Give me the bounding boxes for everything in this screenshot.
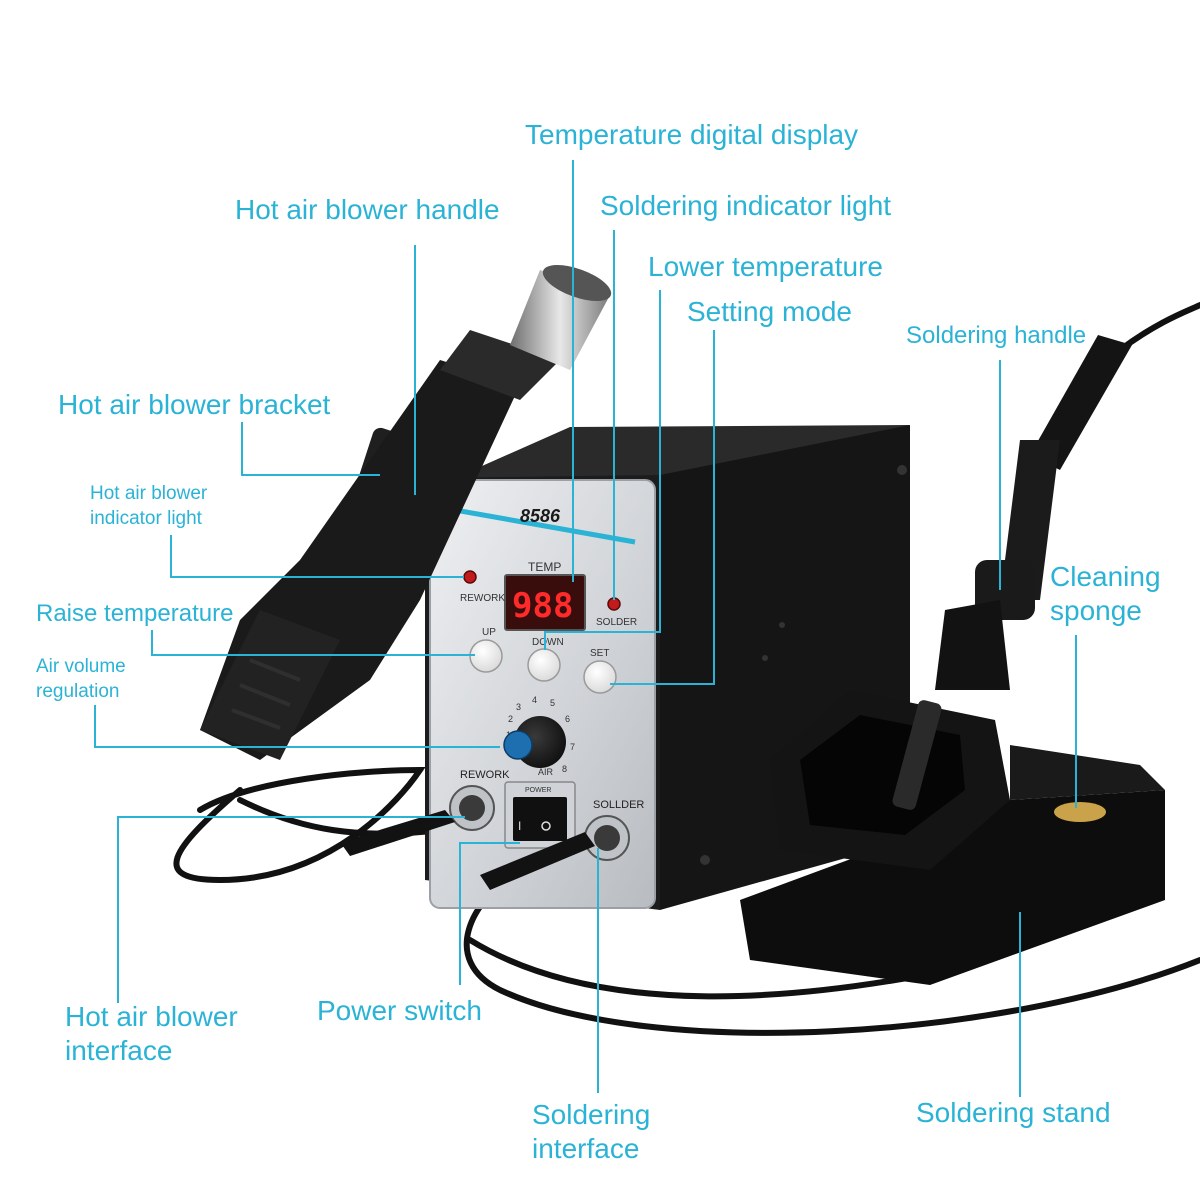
label-soldering-interface: Soldering interface: [532, 1099, 651, 1164]
label-air-volume-regulation: Air volume regulation: [36, 656, 126, 702]
label-lower-temperature: Lower temperature: [648, 251, 884, 282]
leader-power-switch: [459, 842, 520, 985]
power-switch[interactable]: [513, 797, 567, 841]
dial-mark: 5: [550, 698, 555, 708]
rework-connector: [340, 810, 455, 856]
solder-cable-loop: [467, 937, 953, 1000]
power-caption: POWER: [525, 787, 551, 794]
hot-air-gun: [200, 264, 612, 760]
up-caption: UP: [482, 627, 496, 638]
label-soldering-indicator-light: Soldering indicator light: [600, 190, 892, 221]
leader-air-volume: [94, 705, 500, 748]
stand-tray-top: [1010, 745, 1165, 800]
set-caption: SET: [590, 648, 609, 659]
leader-raise-temp: [151, 630, 475, 656]
dial-mark: 7: [570, 742, 575, 752]
label-temperature-digital-display: Temperature digital display: [525, 119, 859, 150]
hot-air-grip: [200, 610, 340, 760]
label-hot-air-blower-handle: Hot air blower handle: [235, 194, 500, 225]
label-raise-temperature: Raise temperature: [36, 600, 234, 627]
set-button[interactable]: [583, 660, 617, 694]
leader-hot-air-interface: [117, 816, 465, 1003]
temperature-display: [504, 574, 586, 631]
temp-caption: TEMP: [528, 560, 561, 574]
label-soldering-handle: Soldering handle: [906, 322, 1087, 349]
power-switch-off-mark: [541, 821, 551, 831]
model-number: 8586: [520, 506, 561, 526]
rework-port[interactable]: [449, 785, 495, 831]
rework-light-caption: REWORK: [460, 593, 505, 604]
label-power-switch: Power switch: [317, 995, 482, 1026]
solder-handle-cable: [1117, 302, 1200, 353]
soldering-stand: [740, 690, 1165, 985]
down-caption: DOWN: [532, 637, 564, 648]
leader-setting-mode: [610, 330, 715, 685]
solder-cable-to-stand: [463, 867, 1200, 1036]
rework-port-caption: REWORK: [460, 769, 510, 781]
dial-mark: 2: [508, 714, 513, 724]
rework-indicator-light: [463, 570, 477, 584]
label-cleaning-sponge: Cleaning sponge: [1050, 561, 1161, 626]
air-caption: AIR: [538, 767, 554, 777]
dial-mark: 3: [516, 702, 521, 712]
leader-lines: [94, 160, 1077, 1097]
dial-mark: 6: [565, 714, 570, 724]
hot-air-nozzle-collar: [440, 330, 560, 400]
solder-light-caption: SOLDER: [596, 617, 637, 628]
label-hot-air-blower-interface: Hot air blower interface: [65, 1001, 238, 1066]
power-switch-on-mark: I: [518, 819, 521, 833]
iron-in-holder: [892, 700, 942, 810]
label-setting-mode: Setting mode: [687, 296, 852, 327]
solder-port[interactable]: [584, 815, 630, 861]
soldering-handle: [935, 335, 1132, 690]
leader-lower-temp: [544, 290, 661, 650]
label-hot-air-blower-bracket: Hot air blower bracket: [58, 389, 331, 420]
cables: [173, 302, 1200, 1036]
dial-mark: 8: [562, 764, 567, 774]
stand-tray: [740, 790, 1165, 985]
solder-connector: [480, 832, 595, 890]
label-soldering-stand: Soldering stand: [916, 1097, 1111, 1128]
air-volume-knob-cap: [503, 730, 533, 760]
dial-mark: 4: [532, 695, 537, 705]
leader-hot-air-bracket: [241, 422, 380, 476]
down-button[interactable]: [527, 648, 561, 682]
solder-port-caption: SOLLDER: [593, 799, 644, 811]
display-digits: 988: [512, 586, 573, 626]
label-hot-air-blower-indicator-light: Hot air blower indicator light: [90, 483, 208, 529]
cleaning-sponge: [1054, 802, 1106, 822]
leader-hot-air-indicator: [170, 535, 464, 578]
